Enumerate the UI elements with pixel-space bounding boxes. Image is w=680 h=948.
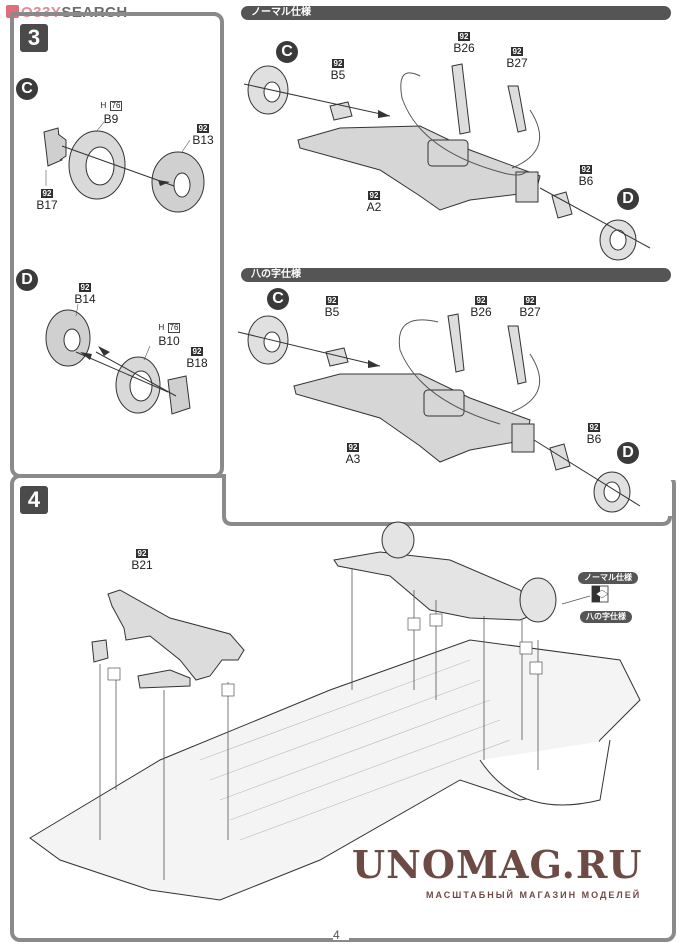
- paint-number: 92: [346, 443, 360, 452]
- unomag-brand: UNOMAG.RU: [352, 842, 643, 887]
- label-b27-normal: 92 B27: [503, 44, 531, 69]
- part-code: B13: [192, 133, 214, 147]
- label-b27-camber: 92 B27: [516, 293, 544, 318]
- option-normal-label: ノーマル仕様: [578, 572, 638, 584]
- paint-number: 92: [523, 296, 537, 305]
- label-b26-normal: 92 B26: [450, 29, 478, 54]
- part-code: B26: [470, 305, 492, 319]
- part-code: B6: [586, 432, 602, 446]
- marker-d: D: [16, 269, 38, 291]
- part-b17: [43, 127, 67, 167]
- paint-h-prefix: H: [158, 323, 165, 332]
- part-code: B10: [158, 334, 180, 348]
- paint-number: 92: [474, 296, 488, 305]
- label-b10: H 76 B10: [154, 320, 184, 347]
- part-code: B5: [330, 68, 346, 82]
- label-b6-normal: 92 B6: [574, 162, 598, 187]
- car-body-floor: [29, 639, 641, 901]
- label-b13: 92 B13: [188, 121, 218, 146]
- part-code: A3: [345, 452, 361, 466]
- option-camber-label: 八の字仕様: [580, 611, 632, 623]
- paint-number: 92: [587, 423, 601, 432]
- normal-spec-header: ノーマル仕様: [241, 6, 671, 20]
- part-code: B6: [578, 174, 594, 188]
- paint-number: 92: [457, 32, 471, 41]
- part-b21: [91, 589, 245, 689]
- paint-number: 92: [325, 296, 339, 305]
- part-code: B27: [519, 305, 541, 319]
- part-b18: [167, 375, 191, 415]
- rear-suspension-assembly: [333, 521, 557, 623]
- paint-number: 92: [367, 191, 381, 200]
- label-a2: 92 A2: [362, 188, 386, 213]
- paint-number: 92: [510, 47, 524, 56]
- label-b17: 92 B17: [32, 186, 62, 211]
- paint-h-prefix: H: [100, 101, 107, 110]
- label-b6-camber: 92 B6: [582, 420, 606, 445]
- marker-c: C: [16, 78, 38, 100]
- step-3-number: 3: [20, 24, 48, 52]
- label-a3: 92 A3: [341, 440, 365, 465]
- part-code: B18: [186, 356, 208, 370]
- part-code: B14: [74, 292, 96, 306]
- label-b9: H 76 B9: [96, 98, 126, 125]
- label-b5-camber: 92 B5: [320, 293, 344, 318]
- unomag-tagline: МАСШТАБНЫЙ МАГАЗИН МОДЕЛЕЙ: [426, 890, 642, 900]
- paint-number: 92: [331, 59, 345, 68]
- part-code: A2: [366, 200, 382, 214]
- label-b5-normal: 92 B5: [326, 56, 350, 81]
- step-4-number: 4: [20, 486, 48, 514]
- paint-number: 92: [78, 283, 92, 292]
- part-code: B26: [453, 41, 475, 55]
- part-code: B9: [103, 112, 119, 126]
- color-code: 76: [167, 323, 181, 333]
- paint-number: 92: [40, 189, 54, 198]
- rear-suspension-a2: [297, 125, 541, 211]
- cement-icon: [107, 613, 543, 697]
- part-code: B17: [36, 198, 58, 212]
- part-code: B21: [131, 558, 153, 572]
- marker-d-normal: D: [617, 188, 639, 210]
- rear-suspension-a3: [293, 373, 535, 463]
- label-b26-camber: 92 B26: [467, 293, 495, 318]
- marker-d-camber: D: [617, 442, 639, 464]
- label-b14: 92 B14: [70, 280, 100, 305]
- part-code: B27: [506, 56, 528, 70]
- paint-number: 92: [190, 347, 204, 356]
- page-number: 4: [333, 928, 340, 942]
- marker-c-normal: C: [276, 41, 298, 63]
- paint-number: 92: [579, 165, 593, 174]
- label-b18: 92 B18: [182, 344, 212, 369]
- camber-spec-header: 八の字仕様: [241, 268, 671, 282]
- paint-number: 92: [135, 549, 149, 558]
- marker-c-camber: C: [267, 288, 289, 310]
- color-code: 76: [109, 101, 123, 111]
- paint-number: 92: [196, 124, 210, 133]
- part-code: B5: [324, 305, 340, 319]
- label-b21: 92 B21: [128, 546, 156, 571]
